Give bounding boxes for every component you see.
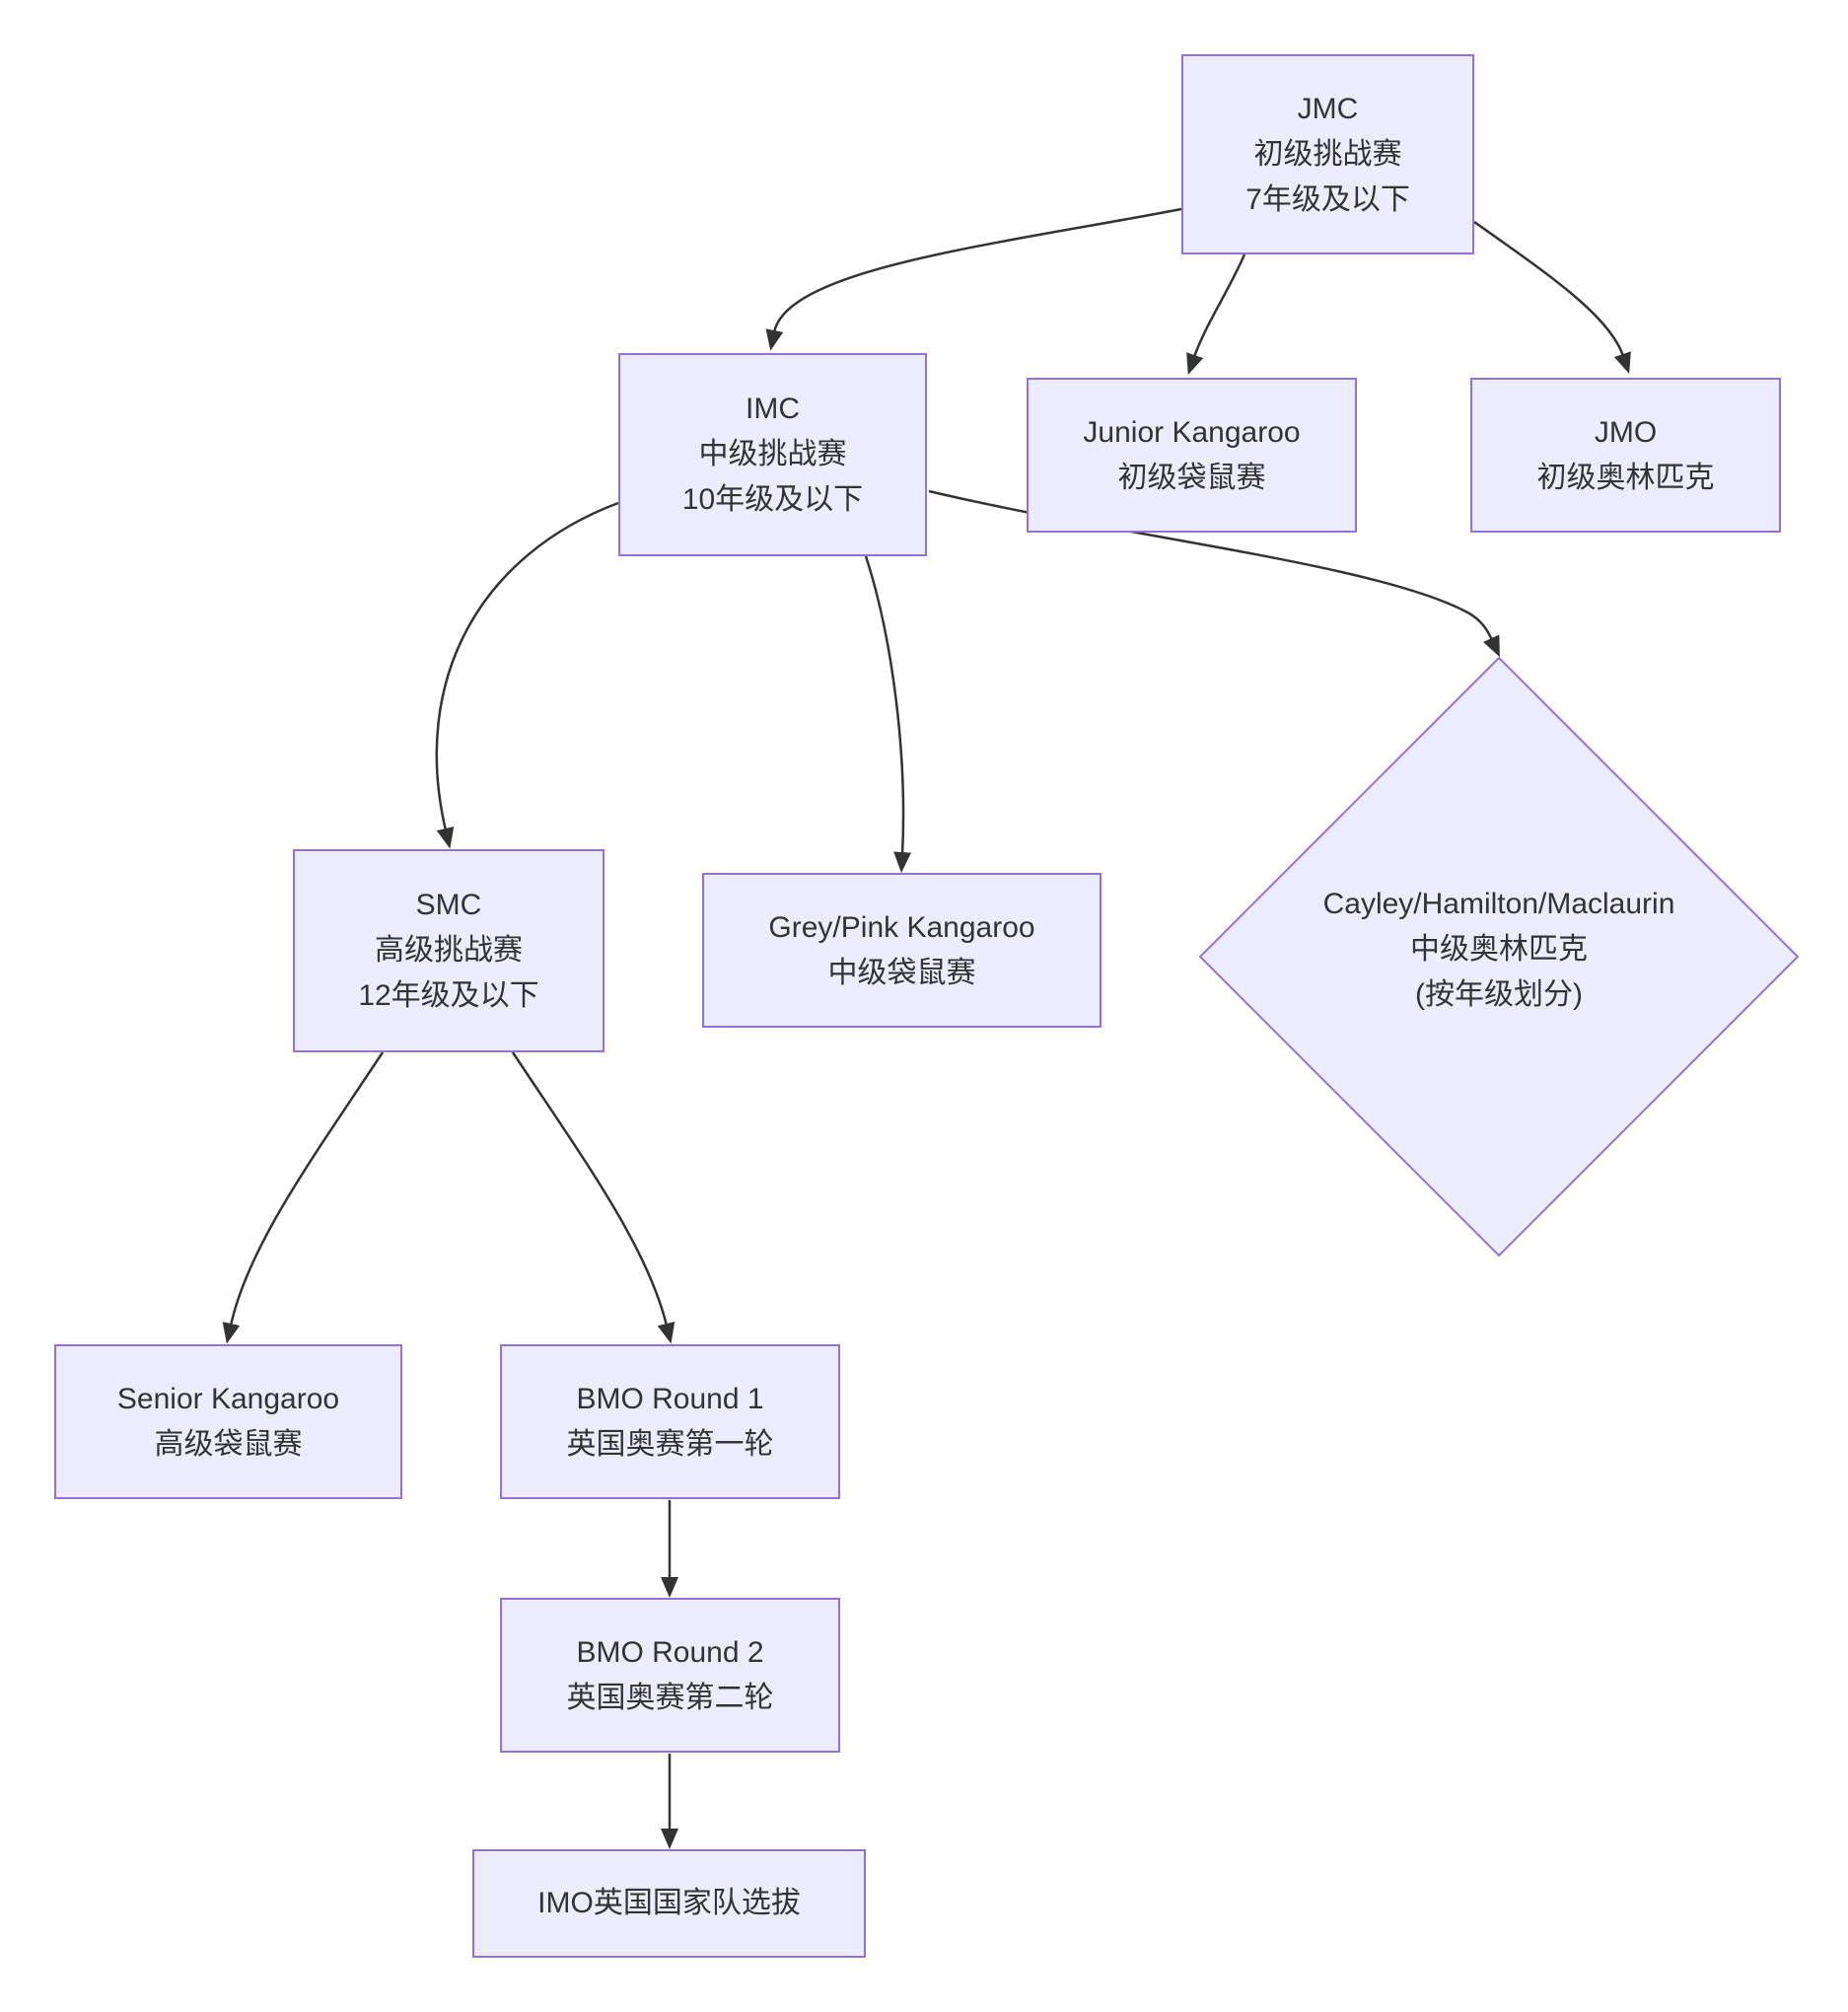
node-junior-kangaroo-line-1: Junior Kangaroo	[1083, 415, 1301, 449]
node-imo-selection-line-1: IMO英国国家队选拔	[537, 1887, 801, 1919]
node-senior-kangaroo-line-1: Senior Kangaroo	[116, 1382, 340, 1415]
node-imc-line-3: 10年级及以下	[681, 483, 864, 516]
node-smc: SMC 高级挑战赛 12年级及以下	[293, 849, 604, 1052]
node-bmo-round-1: BMO Round 1 英国奥赛第一轮	[500, 1344, 840, 1499]
node-senior-kangaroo-line-2: 高级袋鼠赛	[154, 1427, 303, 1461]
node-smc-line-1: SMC	[415, 889, 482, 921]
edge-jmc-jmo	[1473, 220, 1631, 374]
node-junior-kangaroo-line-2: 初级袋鼠赛	[1117, 461, 1266, 494]
node-cayley-diamond-label: Cayley/Hamilton/Maclaurin 中级奥林匹克 (按年级划分)	[1203, 861, 1795, 1039]
node-bmo-round-2-line-2: 英国奥赛第二轮	[566, 1681, 774, 1714]
node-cayley-line-1: Cayley/Hamilton/Maclaurin	[1322, 888, 1675, 920]
edge-smc-senior-kangaroo	[222, 1051, 385, 1344]
node-jmo-line-2: 初级奥林匹克	[1536, 461, 1715, 494]
node-bmo-round-1-line-1: BMO Round 1	[576, 1382, 764, 1415]
edge-smc-bmo-round-1	[511, 1051, 675, 1344]
node-cayley-line-2: 中级奥林匹克	[1410, 933, 1588, 966]
node-bmo-round-2-line-1: BMO Round 2	[576, 1635, 764, 1669]
node-grey-pink-kangaroo: Grey/Pink Kangaroo 中级袋鼠赛	[702, 873, 1102, 1028]
node-smc-line-2: 高级挑战赛	[375, 934, 523, 967]
edge-imc-smc	[435, 501, 619, 849]
node-grey-pink-kangaroo-line-2: 中级袋鼠赛	[827, 956, 976, 989]
edge-jmc-imc	[765, 207, 1182, 351]
node-junior-kangaroo: Junior Kangaroo 初级袋鼠赛	[1027, 378, 1357, 533]
node-imo-selection: IMO英国国家队选拔	[472, 1849, 866, 1958]
node-imc-line-2: 中级挑战赛	[698, 438, 847, 470]
node-jmo: JMO 初级奥林匹克	[1470, 378, 1781, 533]
node-bmo-round-2: BMO Round 2 英国奥赛第二轮	[500, 1598, 840, 1753]
node-senior-kangaroo: Senior Kangaroo 高级袋鼠赛	[54, 1344, 402, 1499]
edge-imc-grey-pink	[864, 555, 912, 873]
node-jmc-line-1: JMC	[1297, 92, 1359, 125]
edge-jmc-junior-kangaroo	[1186, 253, 1246, 375]
node-jmc-line-3: 7年级及以下	[1245, 182, 1410, 216]
node-bmo-round-1-line-2: 英国奥赛第一轮	[566, 1427, 774, 1461]
node-jmo-line-1: JMO	[1594, 415, 1658, 449]
node-grey-pink-kangaroo-line-1: Grey/Pink Kangaroo	[768, 910, 1035, 944]
node-smc-line-3: 12年级及以下	[358, 979, 539, 1012]
node-cayley-diamond-shape	[1198, 656, 1800, 1258]
node-cayley-line-3: (按年级划分)	[1415, 978, 1583, 1011]
node-imc: IMC 中级挑战赛 10年级及以下	[618, 353, 927, 556]
node-jmc-line-2: 初级挑战赛	[1253, 137, 1402, 171]
node-imc-line-1: IMC	[746, 393, 800, 425]
node-jmc: JMC 初级挑战赛 7年级及以下	[1181, 54, 1474, 254]
